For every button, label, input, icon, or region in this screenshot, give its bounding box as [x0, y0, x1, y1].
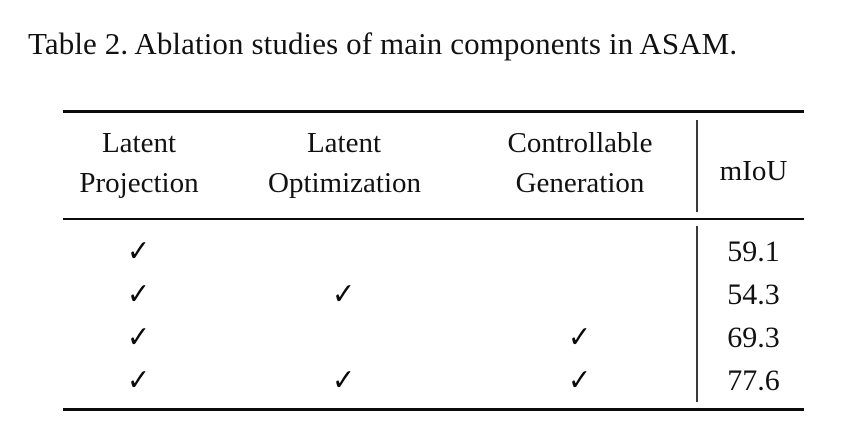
cell-miou-value: 59.1: [727, 235, 780, 268]
table-header-rule: [63, 218, 804, 220]
cell-miou-value: 77.6: [727, 364, 780, 397]
checkmark-icon: ✓: [332, 363, 356, 398]
column-header-miou: mIoU: [719, 155, 788, 187]
metric-column-separator-body: [696, 226, 698, 402]
checkmark-icon: ✓: [127, 320, 151, 355]
cell-miou-value: 54.3: [727, 278, 780, 311]
column-header-latent-projection: Latent Projection: [63, 123, 215, 203]
cell-latent-projection: ✓: [63, 230, 215, 273]
table-bottom-rule: [63, 408, 804, 411]
table-caption: Table 2. Ablation studies of main compon…: [28, 26, 738, 61]
ablation-table: Latent Projection Latent Optimization Co…: [63, 110, 804, 411]
cell-latent-optimization: ✓: [268, 273, 420, 316]
cell-controllable-generation: ✓: [495, 316, 665, 359]
column-header-controllable-generation-line1: Controllable: [507, 127, 653, 159]
cell-controllable-generation: ✓: [495, 359, 665, 402]
column-header-latent-projection-line1: Latent: [101, 127, 177, 159]
checkmark-icon: ✓: [127, 277, 151, 312]
cell-latent-projection: ✓: [63, 316, 215, 359]
column-header-latent-optimization-line1: Latent: [306, 127, 382, 159]
checkmark-icon: ✓: [127, 234, 151, 269]
cell-latent-projection: ✓: [63, 359, 215, 402]
cell-latent-optimization: ✓: [268, 359, 420, 402]
metric-column-separator-header: [696, 120, 698, 212]
column-header-latent-projection-line2: Projection: [79, 167, 199, 199]
cell-miou-value: 69.3: [727, 321, 780, 354]
cell-latent-projection: ✓: [63, 273, 215, 316]
column-header-latent-optimization-line2: Optimization: [268, 167, 422, 199]
cell-controllable-generation: ✓: [495, 273, 665, 316]
column-header-controllable-generation: Controllable Generation: [495, 123, 665, 203]
cell-latent-optimization: ✓: [268, 316, 420, 359]
table-top-rule: [63, 110, 804, 113]
checkmark-icon: ✓: [332, 277, 356, 312]
table-row: ✓ ✓ ✓ 77.6: [63, 359, 804, 402]
table-header-row: Latent Projection Latent Optimization Co…: [63, 113, 804, 218]
cell-controllable-generation: ✓: [495, 230, 665, 273]
table-row: ✓ ✓ ✓ 54.3: [63, 273, 804, 316]
table-body: ✓ ✓ ✓ 59.1 ✓ ✓ ✓ 54.3 ✓: [63, 220, 804, 408]
column-header-latent-optimization: Latent Optimization: [268, 123, 422, 203]
checkmark-icon: ✓: [568, 363, 592, 398]
cell-latent-optimization: ✓: [268, 230, 420, 273]
column-header-controllable-generation-line2: Generation: [515, 167, 645, 199]
table-row: ✓ ✓ ✓ 69.3: [63, 316, 804, 359]
table-row: ✓ ✓ ✓ 59.1: [63, 230, 804, 273]
checkmark-icon: ✓: [127, 363, 151, 398]
checkmark-icon: ✓: [568, 320, 592, 355]
